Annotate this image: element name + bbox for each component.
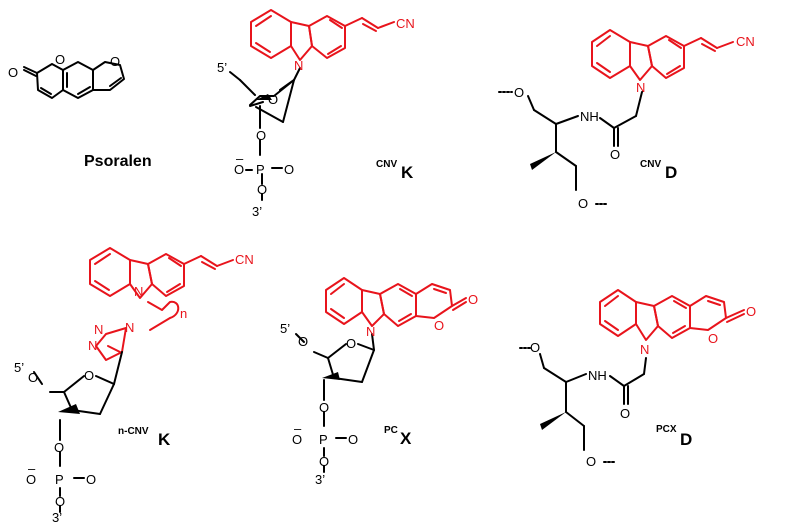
pcx-sugar-o: O: [346, 336, 356, 351]
pcx-3o: O: [319, 400, 329, 415]
ncnvk-p-o: O: [86, 472, 96, 487]
psoralen-ring-o: O: [55, 52, 65, 67]
cnvd-carbazole: [591, 29, 734, 81]
ncnvk-p: P: [55, 472, 64, 487]
cnvk-n: N: [294, 58, 303, 73]
ncnvk-triazole-n1: N: [125, 320, 134, 335]
pcxd-carbonyl-o-amide: O: [620, 406, 630, 421]
pcxd-label-main: D: [680, 430, 692, 449]
ncnvk-triazole-n3: N: [88, 338, 97, 353]
cnvk-3prime: 3’: [252, 204, 262, 219]
cnvk-cn: CN: [396, 16, 415, 31]
ncnvk-minus: –: [28, 461, 36, 476]
psoralen-carbonyl-o: O: [8, 65, 18, 80]
pcx-label-main: X: [400, 429, 412, 448]
cnvk-p-o: O: [284, 162, 294, 177]
psoralen-structure: [23, 61, 125, 99]
ncnvk-3prime: 3’: [52, 510, 62, 525]
pcx-sugar: [295, 333, 375, 473]
pcx-o3: O: [319, 454, 329, 469]
cnvk-label-main: K: [401, 163, 414, 182]
pcxd-o1: O: [530, 340, 540, 355]
pcx-n: N: [366, 324, 375, 339]
pcx-p: P: [319, 432, 328, 447]
ncnvk-label-main: K: [158, 430, 171, 449]
ncnvk-o3: O: [55, 494, 65, 509]
pcxd-pyranocarbazole: [599, 289, 745, 341]
ncnvk-triazole-n2: N: [94, 322, 103, 337]
cnvk-po-minus: O: [234, 162, 244, 177]
ncnvk-n-subscript: n: [180, 306, 187, 321]
psoralen-furan-o: O: [110, 54, 120, 69]
cnvk-o3: O: [257, 182, 267, 197]
pcx-label-sup: PC: [384, 425, 398, 436]
pcx-minus: –: [294, 421, 302, 436]
pcx-5o: O: [298, 334, 308, 349]
pcxd-backbone: [519, 347, 647, 463]
pcx-3prime: 3’: [315, 472, 325, 487]
cnvd-n: N: [636, 80, 645, 95]
cnvk-p: P: [256, 162, 265, 177]
cnvd-carbonyl-o: O: [610, 147, 620, 162]
ncnvk-sugar: [33, 371, 115, 513]
pcxd-n: N: [640, 342, 649, 357]
cnvk-3o: O: [256, 128, 266, 143]
cnvd-o1: O: [514, 85, 524, 100]
pcx-ring-o: O: [434, 318, 444, 333]
cnvd-label-sup: CNV: [640, 159, 661, 170]
pcxd-nh: NH: [588, 368, 607, 383]
ncnvk-5o: O: [28, 370, 38, 385]
cnvk-minus: –: [236, 151, 244, 166]
cnvk-5prime: 5’: [217, 60, 227, 75]
pcxd-ring-o: O: [708, 331, 718, 346]
ncnvk-label-sup: n-CNV: [118, 426, 149, 437]
pcx-p-o: O: [348, 432, 358, 447]
cnvd-o2: O: [578, 196, 588, 211]
ncnvk-ring-o: O: [84, 368, 94, 383]
cnvd-label-main: D: [665, 163, 677, 182]
cnvk-ring-o: O: [268, 92, 278, 107]
pcx-pyranocarbazole: [325, 277, 467, 351]
psoralen-label: Psoralen: [84, 153, 152, 170]
cnvd-cn: CN: [736, 34, 755, 49]
cnvk-carbazole: [250, 9, 395, 81]
cnvk-sugar: [229, 71, 295, 201]
ncnvk-carbazole: [89, 247, 234, 385]
cnvd-nh: NH: [580, 109, 599, 124]
ncnvk-po-minus: O: [26, 472, 36, 487]
pcxd-carbonyl-o: O: [746, 304, 756, 319]
ncnvk-3o: O: [54, 440, 64, 455]
pcxd-label-sup: PCX: [656, 424, 677, 435]
cnvk-label-sup: CNV: [376, 159, 397, 170]
pcx-5prime: 5’: [280, 321, 290, 336]
pcx-carbonyl-o: O: [468, 292, 478, 307]
pcxd-o2: O: [586, 454, 596, 469]
ncnvk-cn: CN: [235, 252, 254, 267]
ncnvk-n: N: [134, 284, 143, 299]
ncnvk-5prime: 5’: [14, 360, 24, 375]
pcx-po-minus: O: [292, 432, 302, 447]
cnvd-backbone: [498, 91, 643, 205]
